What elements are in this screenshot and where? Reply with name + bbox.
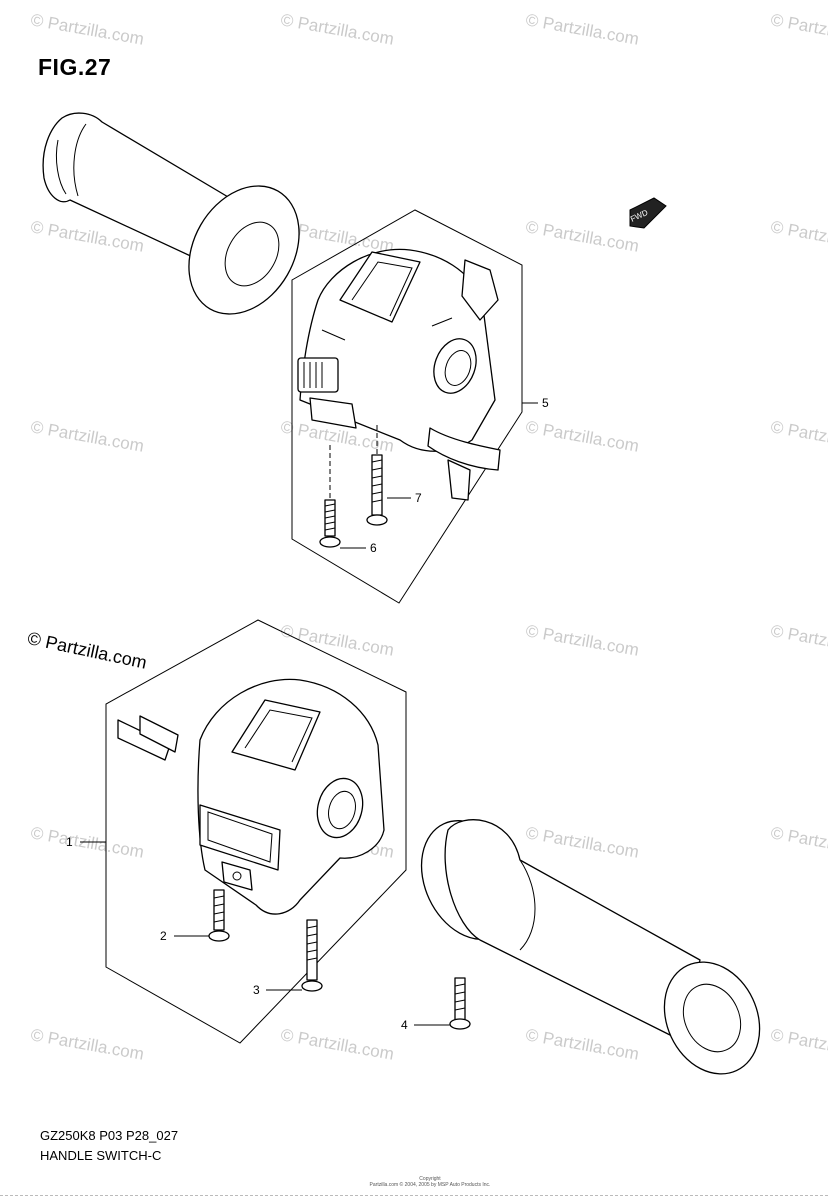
watermark: © Partzilla.com: [769, 217, 828, 256]
watermark: © Partzilla.com: [524, 10, 640, 49]
forward-direction-arrow-icon: FWD: [629, 197, 667, 229]
screw-7: [366, 425, 388, 526]
copyright-bottom: Partzilla.com © 2004, 2005 by MSP Auto P…: [369, 1182, 491, 1188]
callout-1: 1: [66, 835, 73, 849]
callout-3: 3: [253, 983, 260, 997]
watermark: © Partzilla.com: [29, 417, 145, 456]
watermark: © Partzilla.com: [29, 10, 145, 49]
assembly-frame-upper: [291, 209, 523, 604]
watermark: © Partzilla.com: [524, 621, 640, 660]
left-handlebar-grip: [42, 112, 300, 315]
copyright-top: Copyright: [419, 1176, 441, 1182]
callout-6: 6: [370, 541, 377, 555]
watermark: © Partzilla.com: [29, 1025, 145, 1064]
watermark: © Partzilla.com: [29, 823, 145, 862]
callout-7: 7: [415, 491, 422, 505]
watermark: © Partzilla.com: [524, 1025, 640, 1064]
figure-name: HANDLE SWITCH-C: [40, 1148, 162, 1163]
watermark: © Partzilla.com: [769, 1025, 828, 1064]
screw-4: [449, 977, 471, 1030]
copyright-notice: Copyright Partzilla.com © 2004, 2005 by …: [330, 1176, 530, 1188]
watermark: © Partzilla.com: [279, 1025, 395, 1064]
left-handle-switch-assembly: [117, 678, 385, 915]
watermark: © Partzilla.com: [524, 217, 640, 256]
figure-title: FIG.27: [38, 54, 112, 80]
callout-2: 2: [160, 929, 167, 943]
screw-2: [208, 889, 230, 942]
watermark: © Partzilla.com: [524, 823, 640, 862]
throttle-grip: [420, 819, 761, 1075]
callout-5: 5: [542, 396, 549, 410]
watermark: © Partzilla.com: [769, 823, 828, 862]
watermark: © Partzilla.com: [524, 417, 640, 456]
screw-6: [319, 445, 341, 548]
assembly-frame-lower: [105, 619, 407, 1044]
watermark: © Partzilla.com: [769, 10, 828, 49]
watermark: © Partzilla.com: [769, 417, 828, 456]
watermark: © Partzilla.com: [279, 10, 395, 49]
screw-3: [301, 919, 323, 992]
bottom-divider: [0, 1195, 828, 1200]
watermark: © Partzilla.com: [279, 621, 395, 660]
callout-4: 4: [401, 1018, 408, 1032]
right-handle-switch-assembly: [297, 248, 501, 501]
figure-code: GZ250K8 P03 P28_027: [40, 1128, 179, 1143]
watermark: © Partzilla.com: [769, 621, 828, 660]
